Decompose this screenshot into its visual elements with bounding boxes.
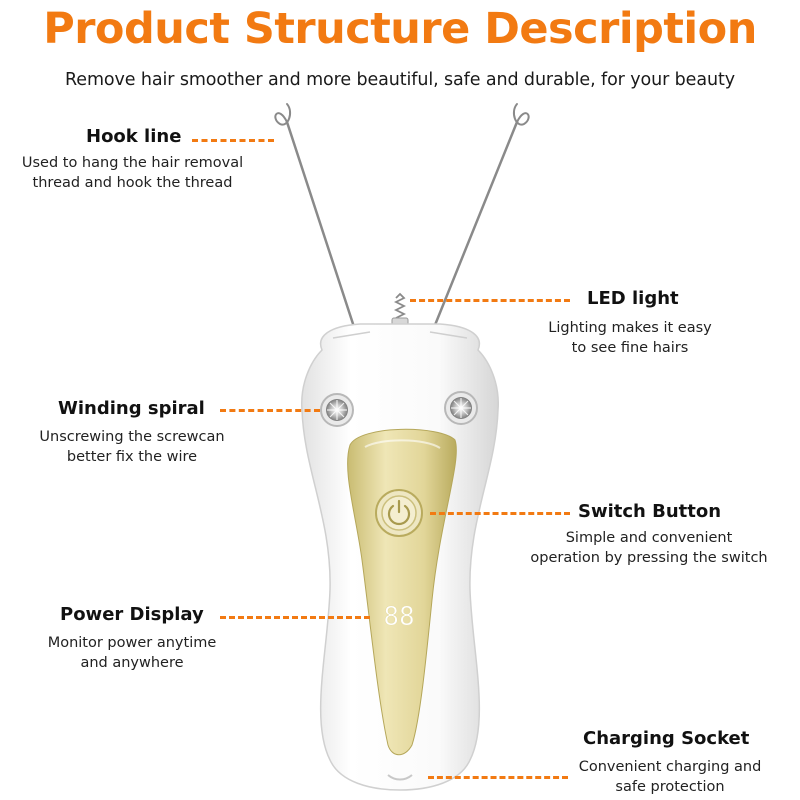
callout-hook-line-desc-2: thread and hook the thread <box>32 175 233 191</box>
leader-charging-socket <box>428 776 568 779</box>
callout-charging-socket-desc-2: safe protection <box>615 779 725 795</box>
power-switch-button[interactable] <box>375 489 423 537</box>
callout-charging-socket-desc-1: Convenient charging and <box>578 759 762 775</box>
charging-socket <box>387 774 413 781</box>
leader-led-light <box>410 299 570 302</box>
callout-led-light-desc-2: to see fine hairs <box>571 340 689 356</box>
callout-hook-line-label: Hook line <box>86 126 182 147</box>
callout-switch-button-desc-2: operation by pressing the switch <box>530 550 768 566</box>
leader-hook-line <box>192 139 274 142</box>
power-icon <box>387 504 411 526</box>
callout-charging-socket-label: Charging Socket <box>583 728 750 749</box>
gold-panel <box>347 428 457 756</box>
hook-line-wires <box>274 103 530 332</box>
leader-winding-spiral <box>220 409 320 412</box>
top-vents <box>332 331 468 339</box>
callout-hook-line-desc-1: Used to hang the hair removal <box>21 155 244 171</box>
callout-power-display-label: Power Display <box>60 604 204 625</box>
callout-power-display-desc-2: and anywhere <box>80 655 184 671</box>
callout-led-light-desc-1: Lighting makes it easy <box>548 320 712 336</box>
callout-power-display-desc-1: Monitor power anytime <box>47 635 217 651</box>
page-subtitle: Remove hair smoother and more beautiful,… <box>65 70 735 90</box>
leader-switch-button <box>430 512 570 515</box>
callout-winding-spiral-label: Winding spiral <box>58 398 205 419</box>
power-display-digits: 88 <box>383 602 414 632</box>
callout-switch-button-label: Switch Button <box>578 501 722 522</box>
callout-winding-spiral-desc-1: Unscrewing the screwcan <box>39 429 225 445</box>
callout-switch-button-desc-1: Simple and convenient <box>565 530 733 546</box>
callout-winding-spiral-desc-2: better fix the wire <box>66 449 198 465</box>
callout-led-light-label: LED light <box>587 288 679 309</box>
winding-spiral-right <box>444 391 478 425</box>
winding-spiral-left <box>320 393 354 427</box>
page-title: Product Structure Description <box>43 4 757 54</box>
leader-power-display <box>220 616 370 619</box>
